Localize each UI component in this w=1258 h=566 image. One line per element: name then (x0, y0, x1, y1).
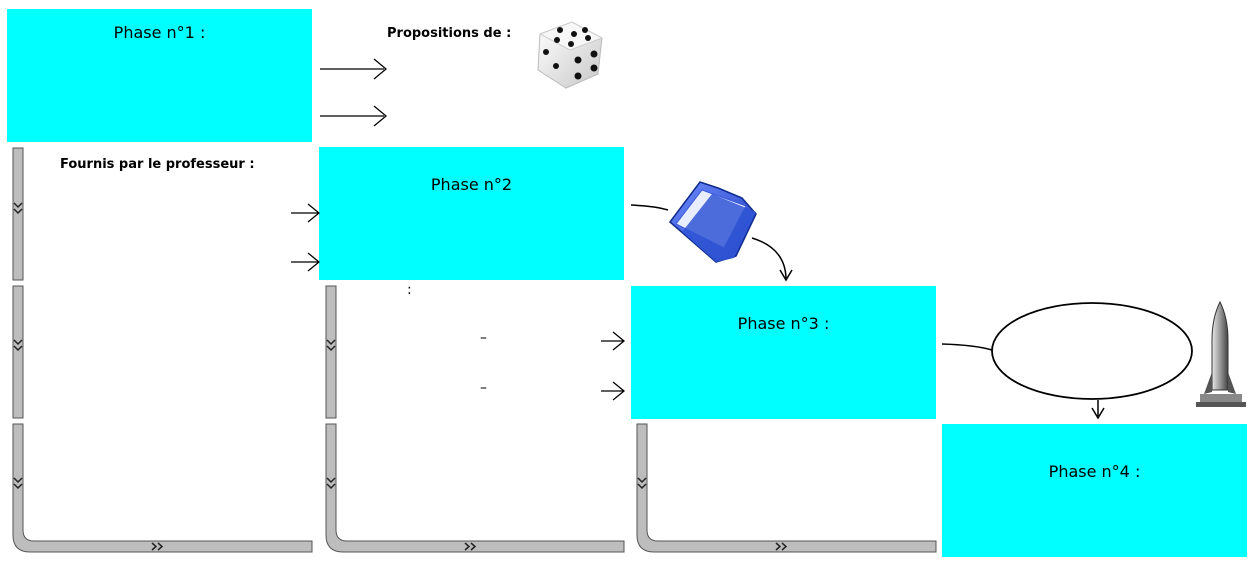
phase-1-title: Phase n°1 : (113, 23, 206, 42)
fournis-label: Fournis par le professeur : (60, 157, 255, 172)
folder-icon (668, 181, 757, 263)
rail-column-3 (636, 423, 937, 553)
rail-chevrons (13, 202, 788, 551)
dash-mark-2: – (480, 380, 487, 396)
empty-ellipse (991, 302, 1193, 400)
curved-connectors (630, 204, 1105, 420)
propositions-label: Propositions de : (387, 26, 512, 41)
phase-2-title: Phase n°2 (430, 175, 513, 194)
rail-column-1 (12, 147, 313, 553)
phase-4-box: Phase n°4 : (942, 424, 1247, 557)
phase-3-title: Phase n°3 : (737, 314, 830, 333)
arrows (291, 58, 626, 401)
dice-icon (537, 21, 604, 89)
rocket-icon (1196, 300, 1246, 407)
colon-mark: : (407, 282, 412, 298)
phase-1-box: Phase n°1 : (7, 9, 312, 142)
dash-mark-1: – (480, 330, 487, 346)
rail-column-2 (325, 285, 625, 553)
phase-3-box: Phase n°3 : (631, 286, 936, 419)
phase-2-box: Phase n°2 (319, 147, 624, 280)
phase-4-title: Phase n°4 : (1048, 462, 1141, 481)
